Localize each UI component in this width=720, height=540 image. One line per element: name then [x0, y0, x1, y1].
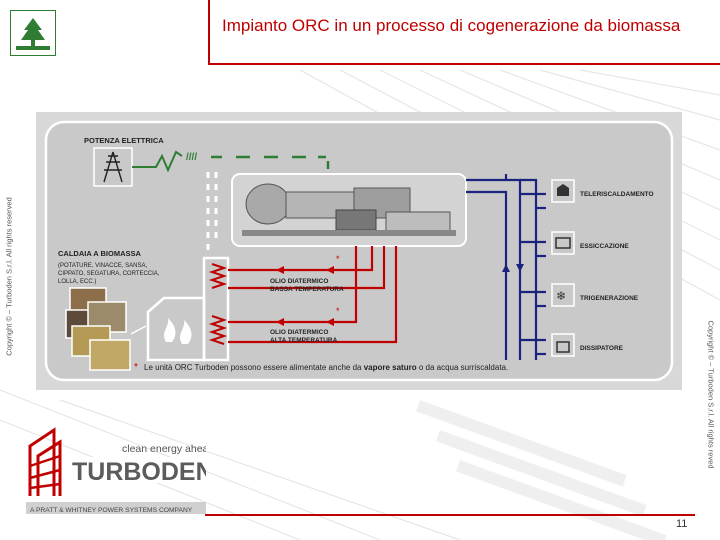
oil-high-line-2: ALTA TEMPERATURA	[270, 337, 338, 344]
svg-text:*: *	[336, 306, 340, 316]
drying-icon	[551, 231, 575, 255]
boiler-desc-2: CIPPATO, SEGATURA, CORTECCIA,	[58, 271, 160, 277]
svg-text:❄: ❄	[556, 289, 566, 303]
boiler-icon	[130, 256, 230, 362]
biomass-samples-image	[65, 287, 131, 371]
boiler-desc-1: (POTATURE, VINACCE, SANSA,	[58, 263, 147, 269]
page-number: 11	[676, 518, 688, 530]
user-label-3: TRIGENERAZIONE	[580, 295, 639, 302]
power-label: POTENZA ELETTRICA	[84, 136, 164, 145]
orc-cogeneration-diagram: POTENZA ELETTRICA //// CALDAIA A BIOMASS…	[36, 112, 682, 390]
oil-low-line-1: OLIO DIATERMICO	[270, 278, 328, 285]
trigeneration-icon: ❄	[551, 283, 575, 307]
turboden-logo: clean energy ahead TURBODEN A PRATT & WH…	[26, 426, 214, 530]
copyright-left: Copyright © – Turboden S.r.l. All rights…	[4, 197, 14, 356]
svg-text:////: ////	[186, 152, 197, 163]
oil-low-line-2: BASSA TEMPERATURA	[270, 286, 344, 293]
district-heating-icon	[551, 179, 575, 203]
boiler-desc-3: LOLLA, ECC.)	[58, 279, 96, 285]
footnote-star: *	[134, 362, 138, 373]
svg-text:TURBODEN: TURBODEN	[72, 458, 206, 486]
svg-text:*: *	[336, 254, 340, 264]
dissipator-icon	[551, 333, 575, 357]
footnote: Le unità ORC Turboden possono essere ali…	[144, 363, 508, 372]
forest-logo	[10, 10, 56, 56]
boiler-title: CALDAIA A BIOMASSA	[58, 249, 141, 258]
footer-line	[205, 514, 695, 516]
user-label-2: ESSICCAZIONE	[580, 243, 629, 250]
page-title: Impianto ORC in un processo di cogeneraz…	[222, 16, 681, 35]
title-bar	[208, 0, 720, 65]
user-label-1: TELERISCALDAMENTO	[580, 191, 654, 198]
svg-text:clean energy ahead: clean energy ahead	[122, 443, 206, 455]
copyright-right: Copyright © – Turboden S.r.l. All rights…	[706, 320, 716, 469]
user-label-4: DISSIPATORE	[580, 345, 624, 352]
oil-high-line-1: OLIO DIATERMICO	[270, 329, 328, 336]
orc-turbine-icon	[242, 183, 456, 236]
svg-text:A PRATT & WHITNEY POWER SYSTEM: A PRATT & WHITNEY POWER SYSTEMS COMPANY	[30, 507, 193, 514]
